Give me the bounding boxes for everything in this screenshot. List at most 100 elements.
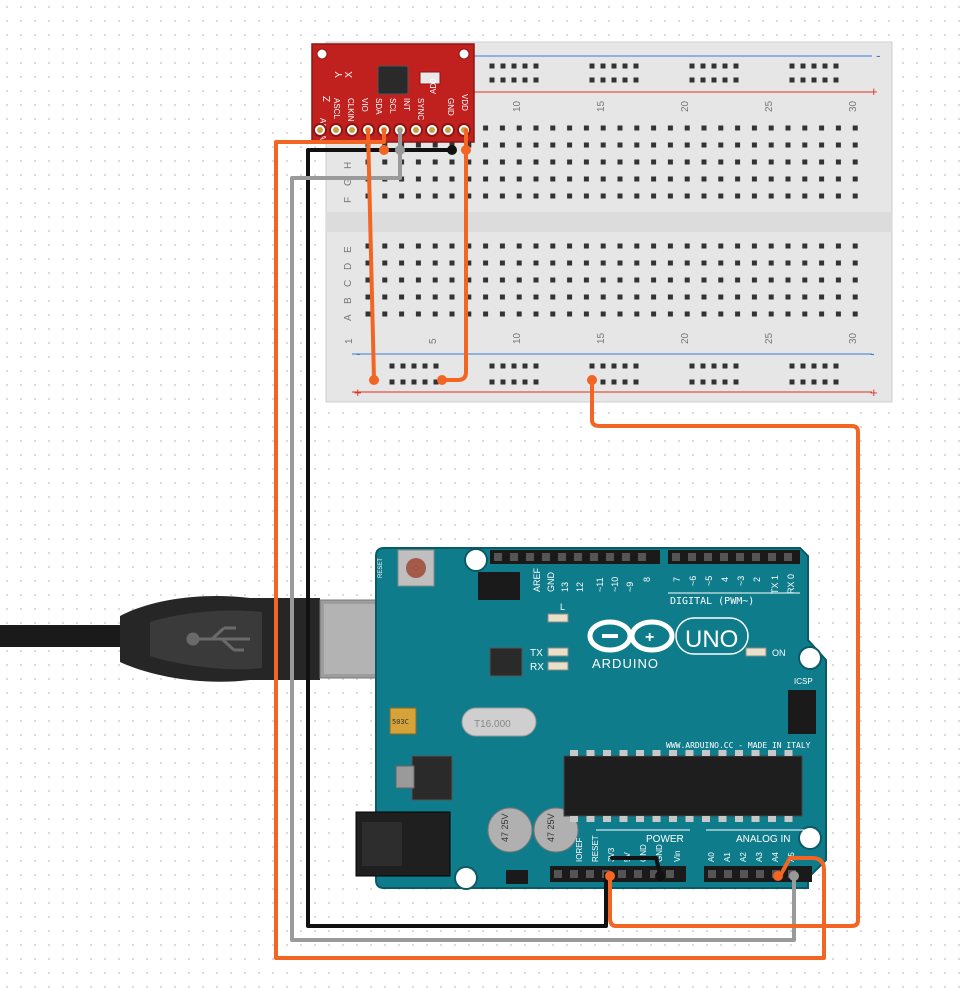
pin-label-scl: SCL [388,98,397,114]
breadboard-hole [835,193,841,199]
icsp-header[interactable] [788,690,816,734]
aref-label: AREF [532,567,542,592]
breadboard-hole [634,311,640,317]
breadboard-hole [785,277,791,283]
breadboard-hole [651,277,657,283]
breadboard-hole [667,260,673,266]
rail-hole [811,379,817,385]
wire-gnd-black[interactable] [306,148,608,928]
breadboard-hole [432,277,438,283]
breadboard-hole [684,193,690,199]
breadboard-hole [835,159,841,165]
analog-pin-hole [756,870,764,878]
breadboard-hole [432,159,438,165]
rail-hole [389,363,395,369]
chip-leg [784,816,793,822]
breadboard-hole [567,142,573,148]
rail-hole [422,379,428,385]
pin-9-label: ~9 [625,582,635,592]
digital-pin-holes [494,553,792,561]
sensor-pin-hole [413,127,419,133]
breadboard-hole [550,294,556,300]
digital-pin-hole [510,553,518,561]
pin-11-label: ~11 [595,577,605,592]
wire-vio-orange[interactable] [366,128,376,382]
breadboard-hole [768,311,774,317]
sensor-resistor [419,71,441,85]
rail-hole [689,77,695,83]
wire-gnd-jumper[interactable] [610,856,662,876]
breadboard-hole [735,294,741,300]
breadboard-hole [785,294,791,300]
breadboard-hole [768,243,774,249]
breadboard-hole [365,260,371,266]
rail-hole [722,379,728,385]
chip-leg [735,750,743,756]
chip-leg [603,750,611,756]
reset-button-cap[interactable] [406,558,426,578]
breadboard-hole [449,260,455,266]
rail-hole [500,63,506,69]
rail-hole [633,379,639,385]
breadboard-hole [600,294,606,300]
breadboard-hole [550,243,556,249]
breadboard-hole [415,294,421,300]
chip-leg [586,750,595,756]
breadboard-hole [415,311,421,317]
breadboard-hole [466,142,472,148]
rail-hole [800,63,806,69]
rail-plus-bottom-right: + [870,385,878,400]
breadboard-hole [583,260,589,266]
breadboard-hole [617,260,623,266]
rail-hole [822,363,828,369]
wire-vdd-orange[interactable] [440,128,468,382]
breadboard-hole [835,260,841,266]
pin-label-gnd: GND [446,98,455,116]
digital-header-right[interactable] [668,550,800,564]
breadboard-hole [718,260,724,266]
breadboard-hole [466,260,472,266]
breadboard-hole [567,311,573,317]
chip-leg [702,750,710,756]
breadboard-hole [567,260,573,266]
crystal-label: T16.000 [474,719,511,730]
breadboard-hole [600,243,606,249]
rail-hole [611,379,617,385]
breadboard-hole [751,311,757,317]
breadboard-hole [852,277,858,283]
power-label: POWER [646,834,684,845]
usb-cable[interactable] [0,596,431,682]
arduino-logo: + [587,619,675,653]
column-number-top-15: 15 [596,100,607,112]
rail-hole [400,379,406,385]
breadboard-hole [483,260,489,266]
breadboard-hole [365,311,371,317]
rail-hole [822,63,828,69]
breadboard-hole [533,260,539,266]
arduino-uno-board[interactable]: RESET AREF GND 13 12 ~11 ~10 ~9 8 7 ~6 ~… [355,547,827,890]
chip-leg [636,750,644,756]
chip-leg [718,816,727,822]
breadboard-hole [651,311,657,317]
breadboard: - + - + - + 10 15 20 25 30 1 5 10 15 20 … [325,41,893,403]
breadboard-hole [432,193,438,199]
breadboard-hole [533,159,539,165]
analog-pin-hole [740,870,748,878]
breadboard-hole [466,277,472,283]
chip-leg [768,816,776,822]
wire-sda-orange[interactable] [274,128,826,960]
breadboard-hole [533,243,539,249]
breadboard-hole [449,277,455,283]
column-number-bottom-1: 1 [344,338,355,344]
breadboard-hole [550,159,556,165]
wire-scl-gray[interactable] [290,128,796,942]
rail-hole [522,379,528,385]
breadboard-hole [701,176,707,182]
imu-sensor-board[interactable]: Z Y X AD0 ASDA ASCL CLKIN VIO SDA SCL IN… [311,43,475,143]
breadboard-hole [483,243,489,249]
digital-pin-hole [638,553,646,561]
breadboard-hole [499,260,505,266]
reset-label: RESET [378,558,384,578]
wire-power-orange[interactable] [590,378,860,928]
a0-label: A0 [707,852,716,862]
